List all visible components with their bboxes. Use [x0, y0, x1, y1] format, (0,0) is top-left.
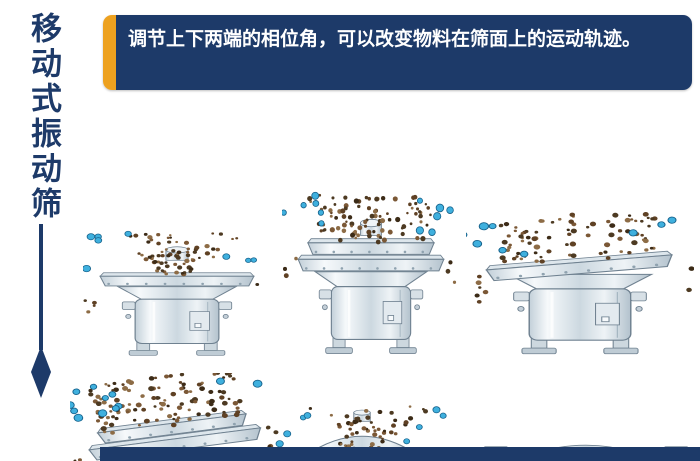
machine-illustration-double	[282, 190, 460, 365]
machine-deck	[466, 211, 694, 304]
machine-illustration-single	[83, 218, 271, 365]
bottom-bar	[100, 447, 700, 461]
info-banner: 调节上下两端的相位角，可以改变物料在筛面上的运动轨迹。	[103, 15, 692, 90]
machine-deck	[83, 230, 260, 314]
banner-body: 调节上下两端的相位角，可以改变物料在筛面上的运动轨迹。	[116, 15, 692, 90]
machine-base	[116, 286, 238, 356]
banner-text: 调节上下两端的相位角，可以改变物料在筛面上的运动轨迹。	[128, 29, 642, 50]
machine-illustrations	[0, 92, 700, 461]
machine-base	[506, 273, 654, 355]
particles	[83, 230, 260, 314]
down-arrow-icon	[31, 224, 51, 398]
particles	[70, 373, 279, 461]
particles	[466, 211, 694, 304]
machine-illustration-tilt	[466, 195, 694, 365]
banner-accent-bar	[103, 15, 116, 90]
particles	[282, 191, 457, 284]
machine-base	[313, 271, 429, 354]
sidebar-title: 移动式振动筛	[26, 12, 61, 222]
machine-deck	[282, 191, 457, 284]
sidebar: 移动式振动筛	[0, 0, 100, 461]
